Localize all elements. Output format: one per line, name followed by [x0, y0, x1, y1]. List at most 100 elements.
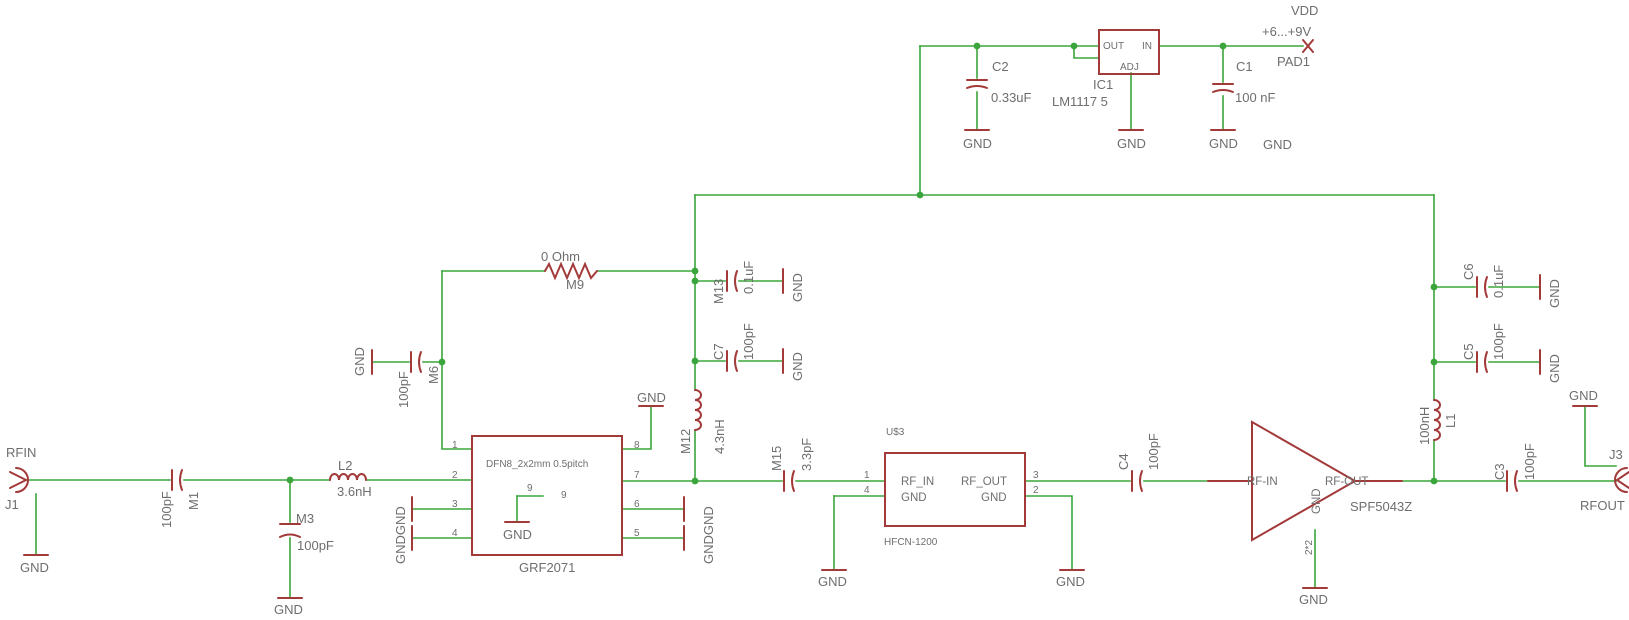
j3-ref: J3 — [1609, 447, 1623, 462]
amp-pin-num: 2*2 — [1304, 540, 1315, 555]
m15-value: 3.3pF — [799, 438, 814, 471]
filter-gnd-left: GND — [901, 492, 927, 504]
inductor-l2[interactable]: L2 3.6nH — [329, 458, 372, 499]
c7-ref: C7 — [711, 343, 726, 360]
mixer-pin-3: 3 — [452, 499, 458, 510]
filter-ref: U$3 — [886, 427, 905, 438]
mixer-pin-9-inner: 9 — [527, 483, 533, 494]
capacitor-m15[interactable]: M15 3.3pF — [769, 438, 814, 492]
resistor-m9[interactable]: 0 Ohm M9 — [541, 249, 598, 292]
l2-value: 3.6nH — [337, 484, 372, 499]
supply-gnd-note: GND — [1263, 137, 1292, 152]
capacitor-m1[interactable]: 100pF M1 — [159, 469, 201, 528]
junction-dot — [691, 277, 699, 285]
filter-pin-1: 1 — [864, 470, 870, 481]
filter-pin-in: RF_IN — [901, 476, 934, 488]
junction-dot — [1430, 283, 1438, 291]
m15-ref: M15 — [769, 446, 784, 471]
reg-pin-adj: ADJ — [1120, 62, 1139, 73]
junction-dot — [691, 357, 699, 365]
mixer-package: DFN8_2x2mm 0.5pitch — [486, 459, 588, 470]
junction-dot — [916, 191, 924, 199]
gnd-symbol-c2: GND — [963, 129, 992, 151]
m12-ref: M12 — [678, 429, 693, 454]
capacitor-c1[interactable]: C1 100 nF — [1212, 59, 1276, 105]
mixer-pin-7: 7 — [634, 470, 640, 481]
gnd-label: GND — [790, 352, 805, 381]
inductor-l1[interactable]: 100nH L1 — [1417, 399, 1458, 445]
capacitor-c2[interactable]: C2 0.33uF — [966, 59, 1032, 105]
gnd-label: GND — [1056, 574, 1085, 589]
wires — [27, 45, 1617, 599]
capacitor-c6[interactable]: C6 0.1uF — [1461, 263, 1506, 298]
mixer-center-pin: 9 — [561, 490, 567, 501]
gnd-symbol-c7: GND — [782, 348, 805, 381]
gnd-label: GND — [503, 527, 532, 542]
gnd-symbol-m13: GND — [782, 268, 805, 302]
c3-value: 100pF — [1522, 443, 1537, 480]
connector-j1[interactable]: RFIN J1 — [5, 445, 36, 512]
gnd-label: GND — [790, 273, 805, 302]
c2-ref: C2 — [992, 59, 1009, 74]
m1-ref: M1 — [186, 492, 201, 510]
c6-value: 0.1uF — [1491, 265, 1506, 298]
filter-gnd-right: GND — [981, 492, 1007, 504]
junctions — [286, 42, 1438, 485]
filter-pin-4: 4 — [864, 485, 870, 496]
m13-value: 0.1uF — [741, 261, 756, 294]
amplifier-spf5043z[interactable]: RF-IN RF-OUT GND 2*2 SPF5043Z — [1207, 420, 1412, 555]
filter-pin-2: 2 — [1033, 485, 1039, 496]
amp-pin-in: RF-IN — [1247, 476, 1278, 488]
amp-name: SPF5043Z — [1350, 499, 1412, 514]
m6-value: 100pF — [396, 371, 411, 408]
gnd-symbol-c6: GND — [1539, 274, 1562, 308]
gnd-symbol-filter-left: GND — [818, 569, 847, 589]
mixer-pin-6: 6 — [634, 499, 640, 510]
c4-ref: C4 — [1116, 453, 1131, 470]
capacitor-c4[interactable]: C4 100pF — [1116, 433, 1161, 492]
supply-range-label: +6...+9V — [1262, 24, 1311, 39]
capacitor-m6[interactable]: 100pF M6 — [396, 351, 441, 408]
m9-value: 0 Ohm — [541, 249, 580, 264]
l2-ref: L2 — [338, 458, 352, 473]
supply-pad-label: PAD1 — [1277, 54, 1310, 69]
gnd-symbol-mixer-center: GND — [503, 521, 532, 542]
capacitor-m3[interactable]: M3 100pF — [279, 511, 334, 553]
c2-value: 0.33uF — [991, 90, 1032, 105]
amp-pin-out: RF-OUT — [1325, 476, 1368, 488]
c5-ref: C5 — [1461, 343, 1476, 360]
filter-pin-3: 3 — [1033, 470, 1039, 481]
supply-net-label: VDD — [1291, 3, 1318, 18]
j3-net: RFOUT — [1580, 498, 1625, 513]
c4-value: 100pF — [1146, 433, 1161, 470]
filter-hfcn-1200[interactable]: U$3 RF_IN RF_OUT GND GND 1 4 3 2 HFCN-12… — [864, 427, 1039, 548]
mixer-grf2071[interactable]: DFN8_2x2mm 0.5pitch 1 2 3 4 5 6 7 8 9 9 … — [452, 435, 640, 575]
amp-pin-gnd: GND — [1311, 488, 1323, 514]
filter-name: HFCN-1200 — [884, 537, 938, 548]
c1-value: 100 nF — [1235, 90, 1276, 105]
inductor-m12[interactable]: M12 4.3nH — [678, 389, 727, 454]
capacitor-c3[interactable]: C3 100pF — [1492, 443, 1537, 492]
c5-value: 100pF — [1491, 323, 1506, 360]
gnd-label: GND — [274, 602, 303, 617]
gnd-symbol-mixer-left: GNDGND — [393, 496, 413, 564]
gnd-label: GND — [1547, 279, 1562, 308]
gnd-symbol-m6: GND — [352, 347, 373, 376]
gnd-symbol-c1: GND — [1209, 129, 1238, 151]
junction-dot — [1070, 42, 1078, 50]
gnd-symbol-ic1: GND — [1117, 129, 1146, 151]
capacitor-c5[interactable]: C5 100pF — [1461, 323, 1506, 373]
reg-pin-out: OUT — [1103, 41, 1124, 52]
c7-value: 100pF — [741, 323, 756, 360]
capacitor-m13[interactable]: M13 0.1uF — [711, 261, 756, 304]
capacitor-c7[interactable]: C7 100pF — [711, 323, 756, 372]
regulator-ic1[interactable]: OUT IN ADJ IC1 LM1117 5 — [1052, 29, 1160, 109]
gnd-symbol-j1: GND — [20, 554, 49, 575]
reg-pin-in: IN — [1142, 41, 1152, 52]
supply-pad[interactable]: VDD +6...+9V PAD1 — [1262, 3, 1318, 69]
mixer-pin-5: 5 — [634, 528, 640, 539]
connector-j3[interactable]: J3 RFOUT — [1580, 447, 1629, 513]
junction-dot — [691, 477, 699, 485]
junction-dot — [973, 42, 981, 50]
gnd-label: GND — [1299, 592, 1328, 607]
